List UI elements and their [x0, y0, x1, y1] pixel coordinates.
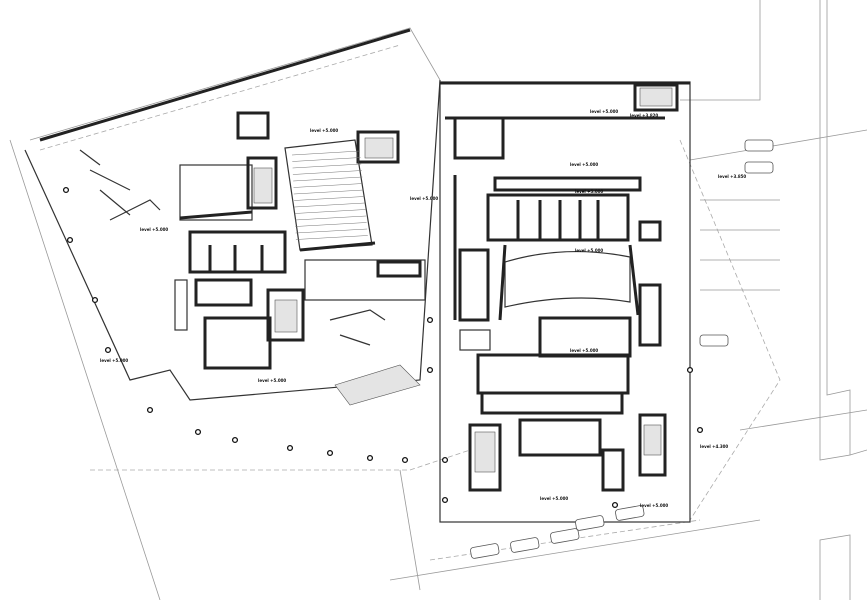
- seat-row: [293, 189, 364, 195]
- level-label: level +5.000: [570, 348, 598, 353]
- level-label: level +5.000: [140, 227, 168, 232]
- level-label: level +5.000: [575, 248, 603, 253]
- seat-row: [292, 157, 361, 162]
- columns: [62, 186, 704, 509]
- column: [686, 366, 694, 374]
- car: [744, 139, 774, 152]
- column: [194, 428, 202, 436]
- column: [401, 456, 409, 464]
- seat-row: [293, 183, 364, 188]
- seat-row: [291, 150, 361, 156]
- car: [510, 537, 540, 553]
- column: [441, 496, 449, 504]
- column: [231, 436, 239, 444]
- column: [104, 346, 112, 354]
- level-label: level +5.000: [640, 503, 668, 508]
- column: [426, 366, 434, 374]
- seat-row: [292, 163, 362, 169]
- column: [366, 454, 374, 462]
- car: [615, 505, 645, 521]
- seat-row: [295, 228, 368, 234]
- level-label: level +5.000: [100, 358, 128, 363]
- level-labels: level +5.000 level +5.000 level +5.000 leve…: [100, 109, 746, 508]
- column: [91, 296, 99, 304]
- level-label: level +5.000: [575, 189, 603, 194]
- column: [326, 449, 334, 457]
- cars: [470, 139, 774, 559]
- column: [426, 316, 434, 324]
- level-label: level +5.000: [590, 109, 618, 114]
- seat-row: [295, 222, 367, 227]
- seat-row: [292, 170, 362, 175]
- car: [575, 515, 605, 531]
- column: [696, 426, 704, 434]
- seat-row: [293, 176, 363, 182]
- seat-row: [294, 196, 365, 201]
- column: [286, 444, 294, 452]
- column: [62, 186, 70, 194]
- column: [66, 236, 74, 244]
- auditorium-seating: [291, 150, 368, 240]
- car: [699, 334, 729, 347]
- car: [550, 528, 580, 544]
- east-wing: [439, 81, 691, 523]
- level-label: level +5.000: [310, 128, 338, 133]
- level-label: level +3.850: [718, 174, 746, 179]
- seat-row: [294, 215, 367, 221]
- column: [441, 456, 449, 464]
- column: [611, 501, 619, 509]
- level-label: level +5.000: [540, 496, 568, 501]
- level-label: level +4.300: [700, 444, 728, 449]
- level-label: level +5.000: [570, 162, 598, 167]
- seat-row: [294, 202, 365, 208]
- west-wing: [24, 28, 441, 406]
- level-label: level +3.820: [630, 113, 658, 118]
- car: [744, 161, 774, 174]
- site-lines: [9, 0, 867, 600]
- level-label: level +5.000: [410, 196, 438, 201]
- seat-row: [294, 209, 366, 214]
- level-label: level +5.000: [258, 378, 286, 383]
- car: [470, 543, 500, 559]
- seat-row: [295, 235, 368, 240]
- road-edge: [819, 0, 851, 461]
- column: [146, 406, 154, 414]
